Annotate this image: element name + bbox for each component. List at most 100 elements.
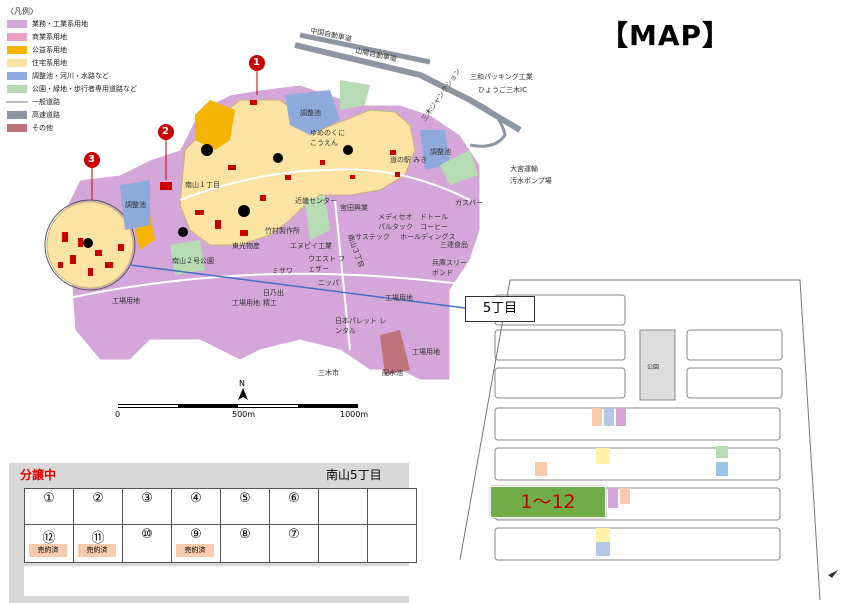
label-misawa: ミサワ [272,267,293,275]
lot-table-bottom-strip [9,597,409,603]
sold-badge: 売約済 [176,544,214,557]
legend-swatch [6,122,28,133]
lot-range-label: 1〜12 [490,486,606,518]
lot-number: ② [92,491,104,506]
lot-number: ⑥ [288,491,300,506]
label-doutoru: ドトール コーヒー [420,213,448,231]
legend-label: 高速道路 [32,110,60,119]
label-chouseichi-1: 調整池 [300,109,321,117]
lot-cell-empty [368,489,417,525]
label-osui-pump: 汚水ポンプ場 [510,177,552,185]
legend-label: 一般道路 [32,97,60,106]
lot-number: ③ [141,491,153,506]
pond-3 [120,180,150,230]
lot-cell[interactable]: ② [74,489,123,525]
marker-1-icon [249,55,265,95]
legend-swatch [6,44,28,55]
road-north [179,168,471,201]
legend-row: 高速道路 [6,108,137,121]
lot-number: ① [43,491,55,506]
label-hinode: 日乃出精工 [263,289,284,307]
sold-badge: 売約済 [29,544,67,557]
park-green-4 [305,195,330,240]
legend-row: 公園・緑地・歩行者専用道路など [6,82,137,95]
label-miki-city: 三木市 [318,369,339,377]
legend-row: 公益系用地 [6,43,137,56]
sold-badge: 売約済 [78,544,116,557]
legend-label: 住宅系用地 [32,58,67,67]
legend-label: 業務・工業系用地 [32,19,88,28]
label-takemura: 竹村製作所 [265,227,300,235]
legend-swatch [6,57,28,68]
north-label: N [239,379,245,388]
label-kojo-yochi-3: 工場用地 [385,294,413,302]
other-area [380,330,410,375]
scale-mark-500: 500m [232,410,256,419]
pond-2 [420,130,450,170]
lot-cell[interactable]: ⑧ [221,525,270,563]
site-plan [459,279,821,601]
label-sanwa-packing: 三和パッキング工業 [470,73,533,81]
legend-row: 調整池・河川・水路など [6,69,137,82]
lot-cell[interactable]: ① [25,489,74,525]
label-miyada-kogyo: 宮田興業 [340,204,368,212]
lot-number: ⑤ [239,491,251,506]
label-kojo-yochi-1: 工場用地 [112,297,140,305]
legend: 業務・工業系用地 商業系用地 公益系用地 住宅系用地 調整池・河川・水路など 公… [6,17,137,134]
label-kojo-yochi-2: 工場用地 [232,299,260,307]
label-medeiseki: メディセオ パルタック [378,213,413,231]
legend-label: 公益系用地 [32,45,67,54]
lot-number: ⑫ [42,531,56,546]
label-chouseichi-2: 調整池 [430,148,451,156]
label-holdings: ホールディングス [400,233,456,241]
lot-number: ⑪ [91,531,105,546]
lot-cell-empty [319,489,368,525]
lot-area-name: 南山5丁目 [326,468,382,482]
legend-row: 商業系用地 [6,30,137,43]
legend-swatch [6,83,28,94]
marker-3-label: 3 [88,154,95,165]
park-green-1 [340,80,370,110]
lot-cell[interactable]: ⑩ [123,525,172,563]
lot-cell[interactable]: ⑤ [221,489,270,525]
label-west-fuser: ウエスト フェザー [308,255,346,273]
label-kinden-center: 近畿センター [295,197,337,205]
expressway-ramp [469,98,507,148]
scale-mark-1000: 1000m [340,410,369,419]
label-hyogo-sleep: 兵庫スリーボンド [432,259,467,277]
lot-cell[interactable]: ④ [172,489,221,525]
label-nihon-pallet: 日本パレット レンタル [335,317,387,335]
label-nanzan-ichome: 南山１丁目 [185,181,220,189]
legend-swatch [6,70,28,81]
legend-swatch [6,109,28,120]
label-nanzan-park2: 南山２号公園 [172,257,214,265]
lot-cell-empty [368,525,417,563]
label-toko-bussan: 東光物産 [232,242,260,250]
district-callout: 5丁目 [465,296,535,322]
site-plan-houses [535,408,728,556]
lot-number: ④ [190,491,202,506]
lot-cell[interactable]: ③ [123,489,172,525]
lot-table-footer [24,566,416,596]
marker-2-icon [158,124,174,180]
scale-mark-0: 0 [115,410,121,419]
lot-cell[interactable]: ⑦ [270,525,319,563]
public-use-area [195,100,235,150]
legend-row: その他 [6,121,137,134]
label-nippa: ニッパ [318,279,339,287]
legend-label: 調整池・河川・水路など [32,71,109,80]
legend-label: 公園・緑地・歩行者専用道路など [32,84,137,93]
legend-label: その他 [32,123,53,132]
label-chouseichi-3: 調整池 [125,201,146,209]
legend-row: 業務・工業系用地 [6,17,137,30]
marker-1-label: 1 [253,57,260,68]
label-gasbar: ガスバー [455,199,483,207]
expressway-sanyo [299,32,431,65]
callout-line [129,264,466,309]
lot-cell[interactable]: ⑥ [270,489,319,525]
